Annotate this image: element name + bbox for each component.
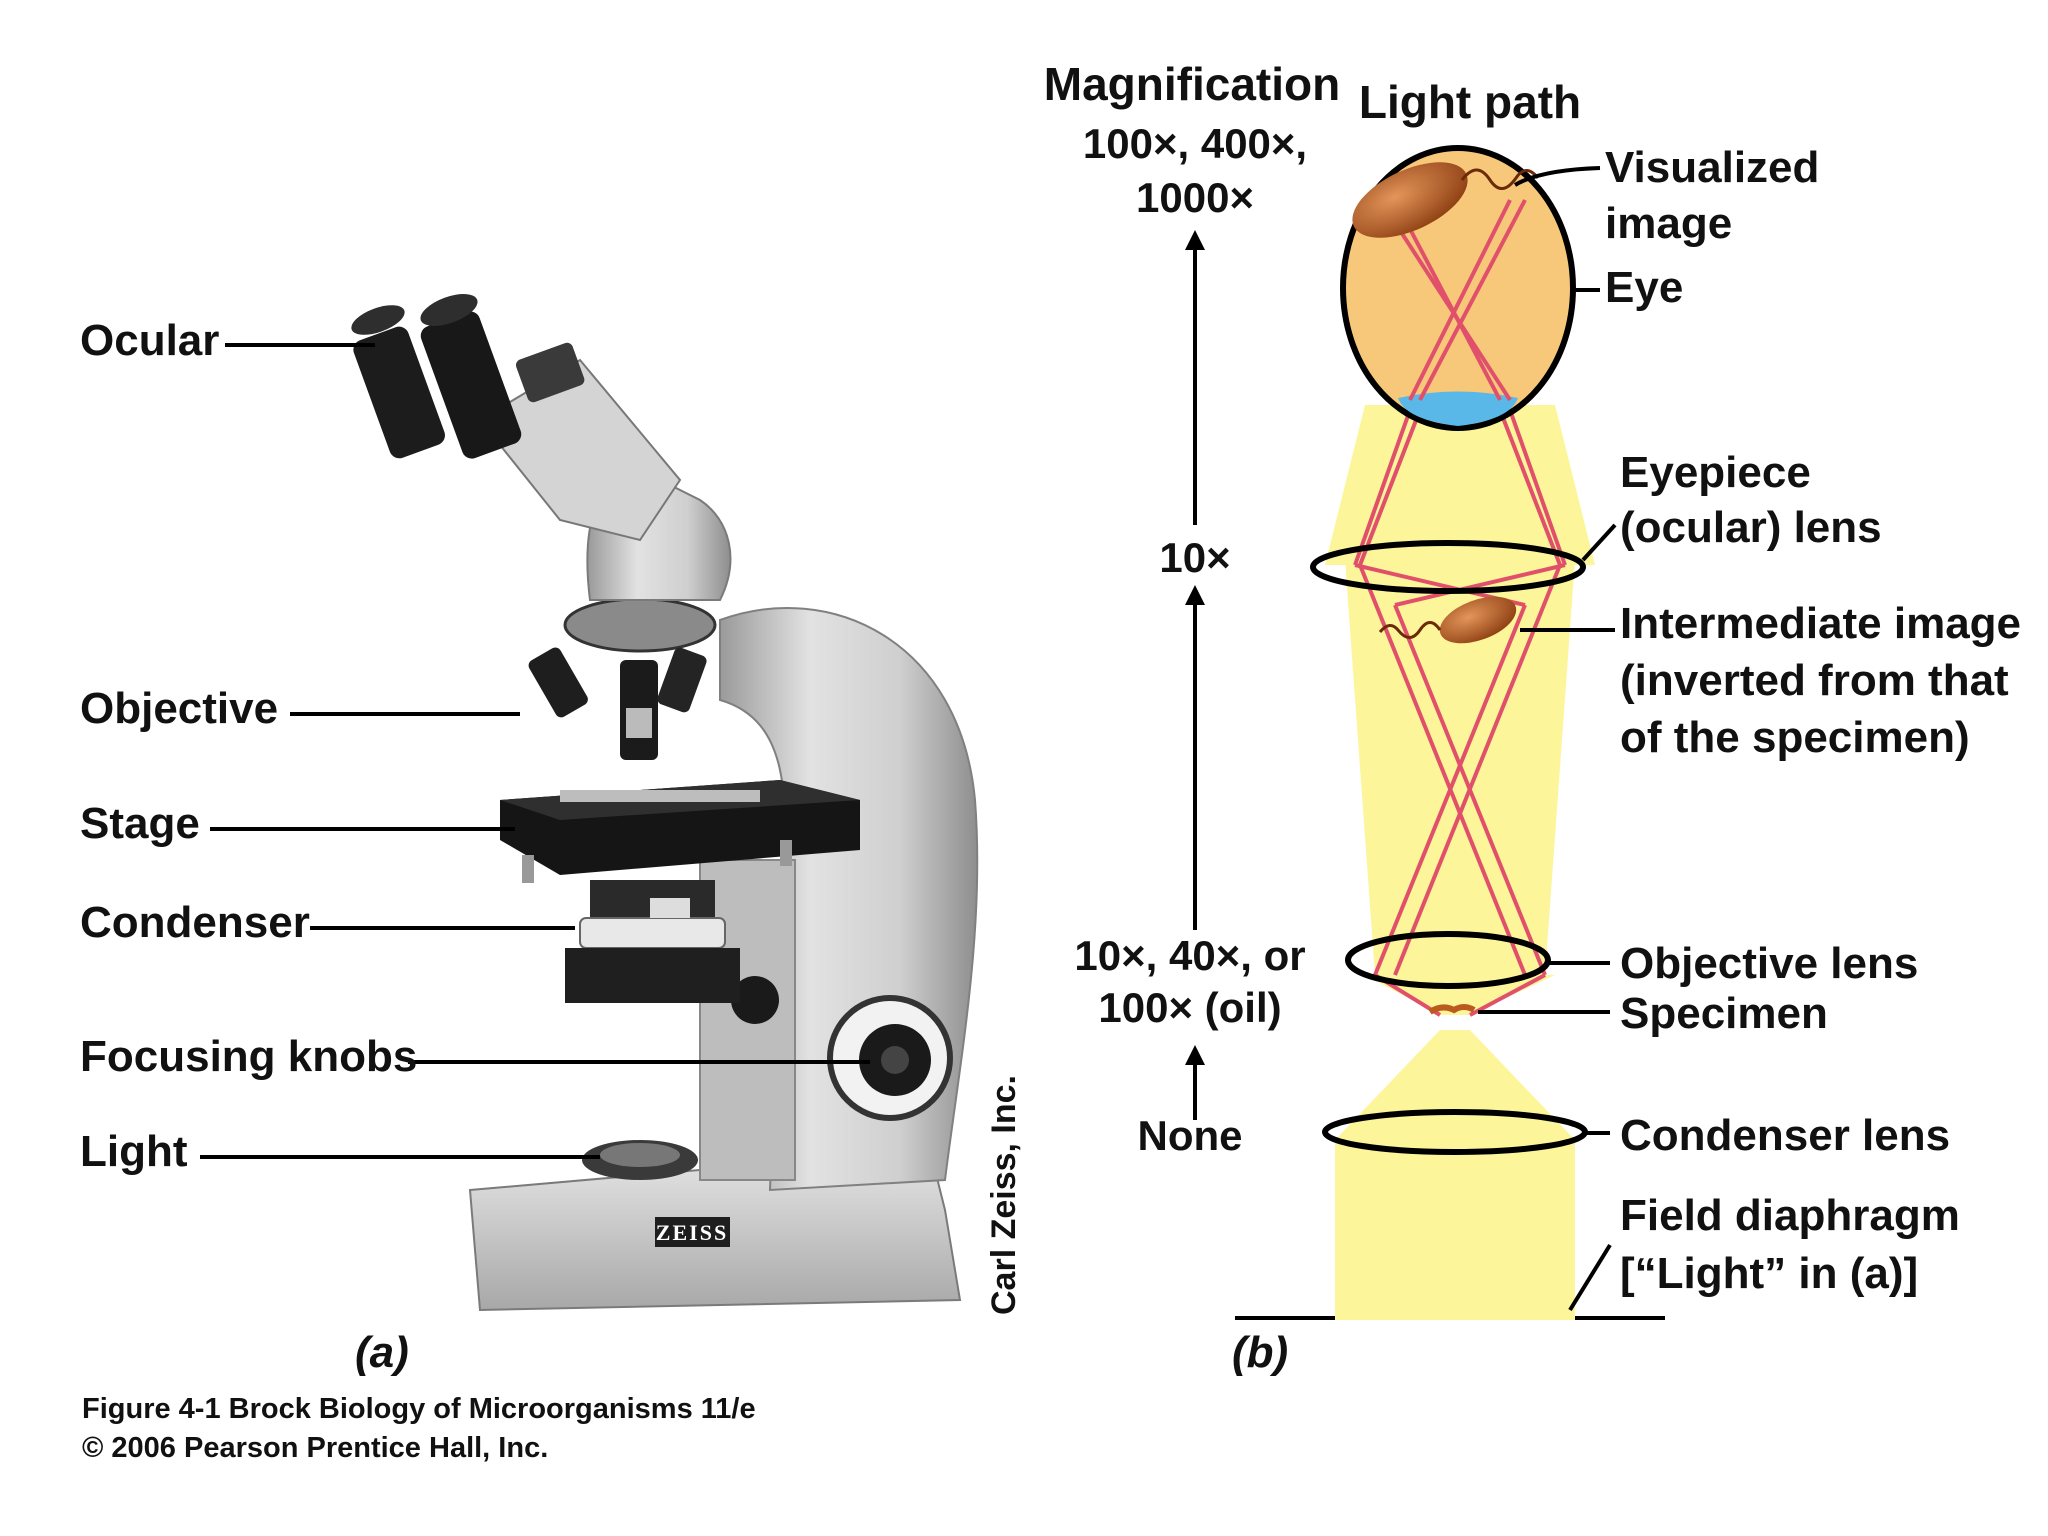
label-ocular: Ocular [80,316,219,365]
fine-focus-knob [731,976,779,1024]
eyepiece-tube-left [353,326,445,459]
mag-objective-line2: 100× (oil) [1098,984,1281,1031]
label-stage: Stage [80,799,200,848]
mag-condenser: None [1138,1112,1243,1159]
zeiss-plate [655,1217,730,1247]
mag-total-line1: 100×, 400×, [1083,120,1307,167]
zeiss-plate-text: ZEISS [656,1220,728,1245]
binocular-body [478,358,682,542]
panel-b-leader-lines [1478,166,1617,1312]
panel-a-leader-lines [200,343,870,1159]
cornea [1398,391,1518,426]
photo-credit: Carl Zeiss, Inc. [985,1075,1023,1315]
label-intermediate-1: Intermediate image [1620,599,2021,648]
intermediate-bacterium [1378,596,1517,644]
figure-caption-line2: © 2006 Pearson Prentice Hall, Inc. [82,1432,548,1464]
light-rays [1353,409,1567,1017]
label-condenser: Condenser [80,898,310,947]
magnification-axis [1185,230,1205,1120]
objective-lens-1 [528,647,588,718]
label-light: Light [80,1127,188,1176]
caption-b: (b) [1232,1328,1288,1377]
label-objective-lens: Objective lens [1620,939,1918,988]
label-field-diaphragm-1: Field diaphragm [1620,1191,1960,1240]
label-specimen: Specimen [1620,989,1828,1038]
header-magnification: Magnification [1044,58,1340,110]
label-intermediate-3: of the specimen) [1620,713,1970,762]
light-beam [1335,1030,1575,1320]
eyepiece-tube-right [420,311,522,459]
label-eye: Eye [1605,263,1683,312]
figure-caption-line1: Figure 4-1 Brock Biology of Microorganis… [82,1393,756,1425]
label-eyepiece-1: Eyepiece [1620,448,1811,497]
label-visualized-image-1: Visualized [1605,143,1819,192]
light-path-diagram [1235,145,1665,1320]
header-light-path: Light path [1359,76,1581,128]
mag-objective-line1: 10×, 40×, or [1074,932,1305,979]
mag-total-line2: 1000× [1136,174,1254,221]
label-objective: Objective [80,684,278,733]
specimen [1428,1004,1476,1015]
visualized-bacterium [1352,162,1540,238]
label-eyepiece-2: (ocular) lens [1620,503,1882,552]
leader-visualized-image [1513,166,1601,187]
label-field-diaphragm-2: [“Light” in (a)] [1620,1249,1918,1298]
mag-eyepiece: 10× [1159,534,1230,581]
label-visualized-image-2: image [1605,199,1732,248]
eyepiece-lens [1310,540,1586,594]
label-condenser-lens: Condenser lens [1620,1111,1950,1160]
leader-eyepiece [1581,523,1617,562]
objective-lens [1345,931,1551,989]
label-focusing-knobs: Focusing knobs [80,1032,417,1081]
label-intermediate-2: (inverted from that [1620,656,2009,705]
leader-field-diaphragm [1568,1243,1612,1312]
nosepiece [563,597,717,653]
caption-a: (a) [355,1328,409,1377]
objective-lens-3 [657,647,707,713]
microscope-illustration: ZEISS [351,294,979,1312]
